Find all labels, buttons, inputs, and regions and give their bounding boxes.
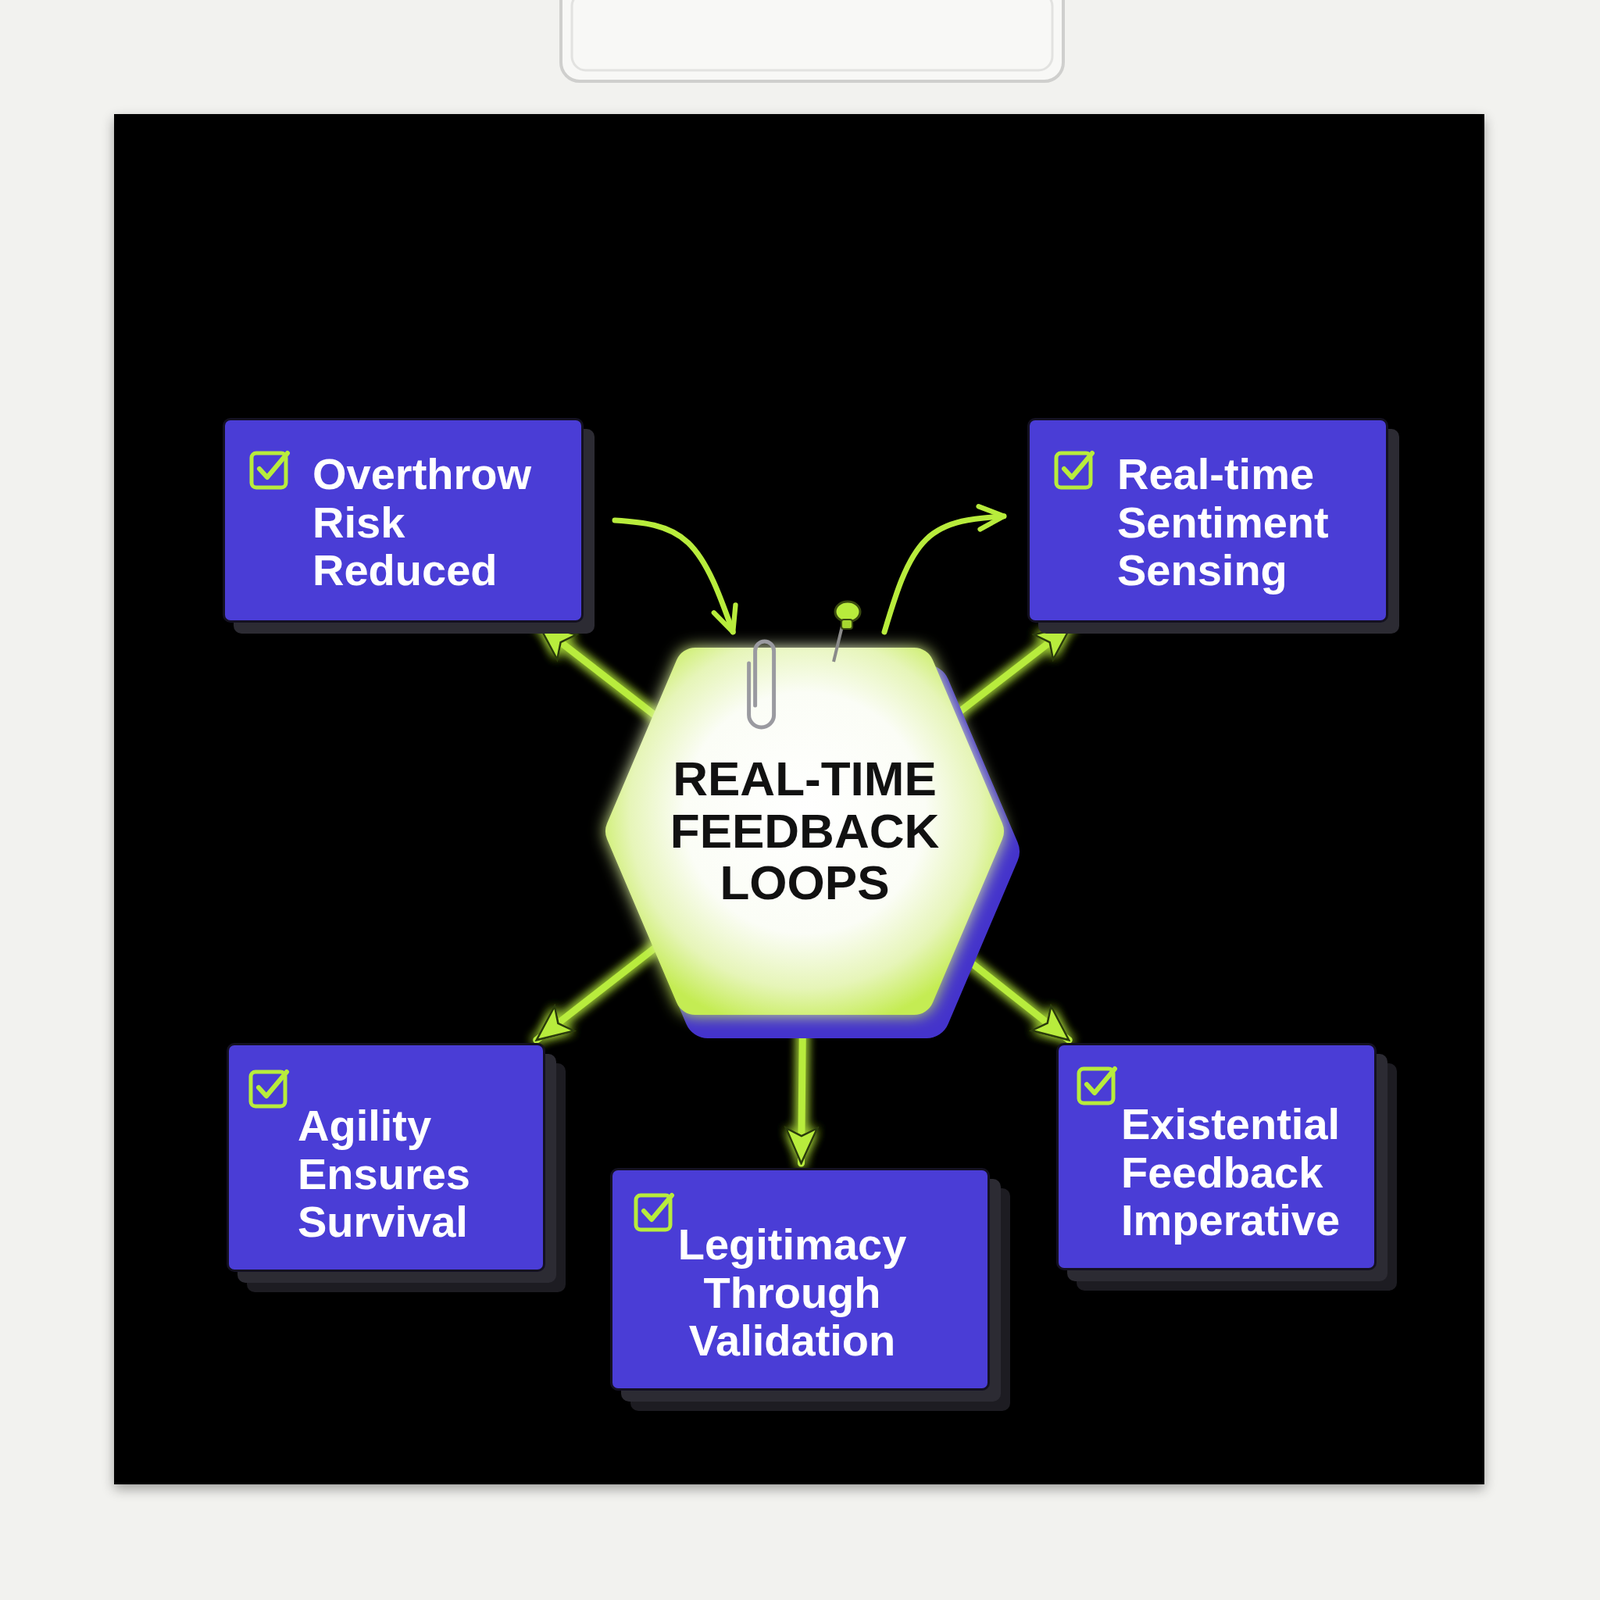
black-panel: [114, 114, 1485, 1485]
binder-clip-inner: [571, 0, 1053, 71]
pin-body: [841, 619, 853, 629]
concept-card: Real-time Sentiment Sensing: [1027, 417, 1389, 623]
paperclip: [749, 641, 775, 728]
hub-title: REAL-TIME FEEDBACK LOOPS: [648, 753, 961, 911]
concept-card: Overthrow Risk Reduced: [222, 417, 584, 623]
check-mark: [259, 453, 288, 478]
check-icon: [1075, 1064, 1120, 1108]
glow-arrow: [950, 625, 1072, 719]
card-label: Agility Ensures Survival: [297, 1101, 533, 1247]
binder-clip: [560, 0, 1064, 82]
check-icon: [248, 448, 293, 493]
glow-arrow: [536, 944, 660, 1040]
concept-card: Existential Feedback Imperative: [1056, 1042, 1377, 1271]
check-mark: [258, 1071, 287, 1097]
card-label: Existential Feedback Imperative: [1121, 1100, 1364, 1245]
card-label: Real-time Sentiment Sensing: [1117, 450, 1368, 595]
check-icon: [1053, 448, 1097, 493]
curved-arrow: [884, 516, 1004, 633]
check-icon: [632, 1190, 677, 1235]
curved-arrow: [614, 520, 733, 633]
concept-card: Agility Ensures Survival: [226, 1042, 546, 1272]
card-label: Overthrow Risk Reduced: [312, 450, 563, 595]
card-label: Legitimacy Through Validation: [667, 1220, 918, 1365]
hexagon-face: [625, 667, 984, 995]
check-mark: [643, 1195, 672, 1220]
hexagon-hub: REAL-TIME FEEDBACK LOOPS: [605, 647, 1004, 1015]
glow-arrow: [539, 625, 660, 719]
check-mark: [1064, 453, 1093, 478]
concept-card: Legitimacy Through Validation: [610, 1167, 990, 1391]
check-icon: [247, 1067, 292, 1111]
check-mark: [1086, 1068, 1115, 1093]
